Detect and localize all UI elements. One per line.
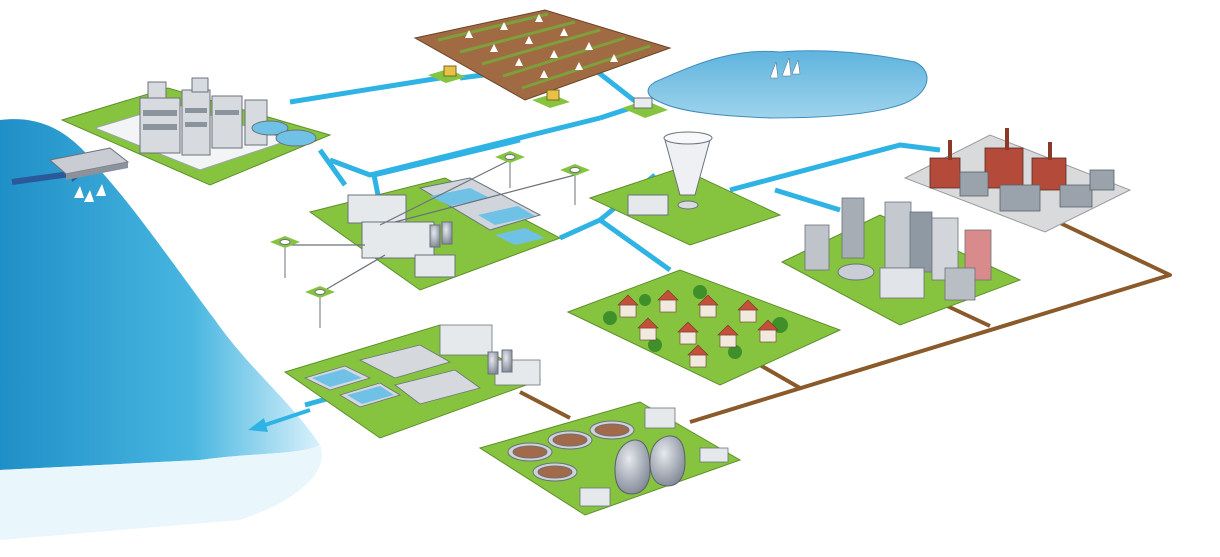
groundwater-treatment-plant	[308, 177, 562, 291]
irrigated-farmland	[413, 9, 672, 108]
sludge-digestion-plant	[478, 401, 742, 516]
wastewater-pipes	[519, 220, 1172, 424]
lake-reservoir	[622, 50, 928, 119]
outfall-flow-arrow	[248, 408, 311, 432]
sea-coastline	[0, 119, 322, 540]
wastewater-treatment-plant	[283, 324, 542, 439]
well-4	[305, 286, 335, 328]
well-3	[270, 236, 300, 278]
raw-water-intake	[48, 147, 130, 202]
groundwater-wells	[270, 151, 590, 328]
water-tower	[588, 131, 782, 246]
residential-town	[566, 269, 842, 386]
well-1	[495, 151, 525, 188]
water-treatment-plant	[60, 77, 332, 186]
city-downtown	[780, 197, 1022, 326]
industrial-district	[903, 128, 1132, 233]
well-2	[560, 164, 590, 205]
